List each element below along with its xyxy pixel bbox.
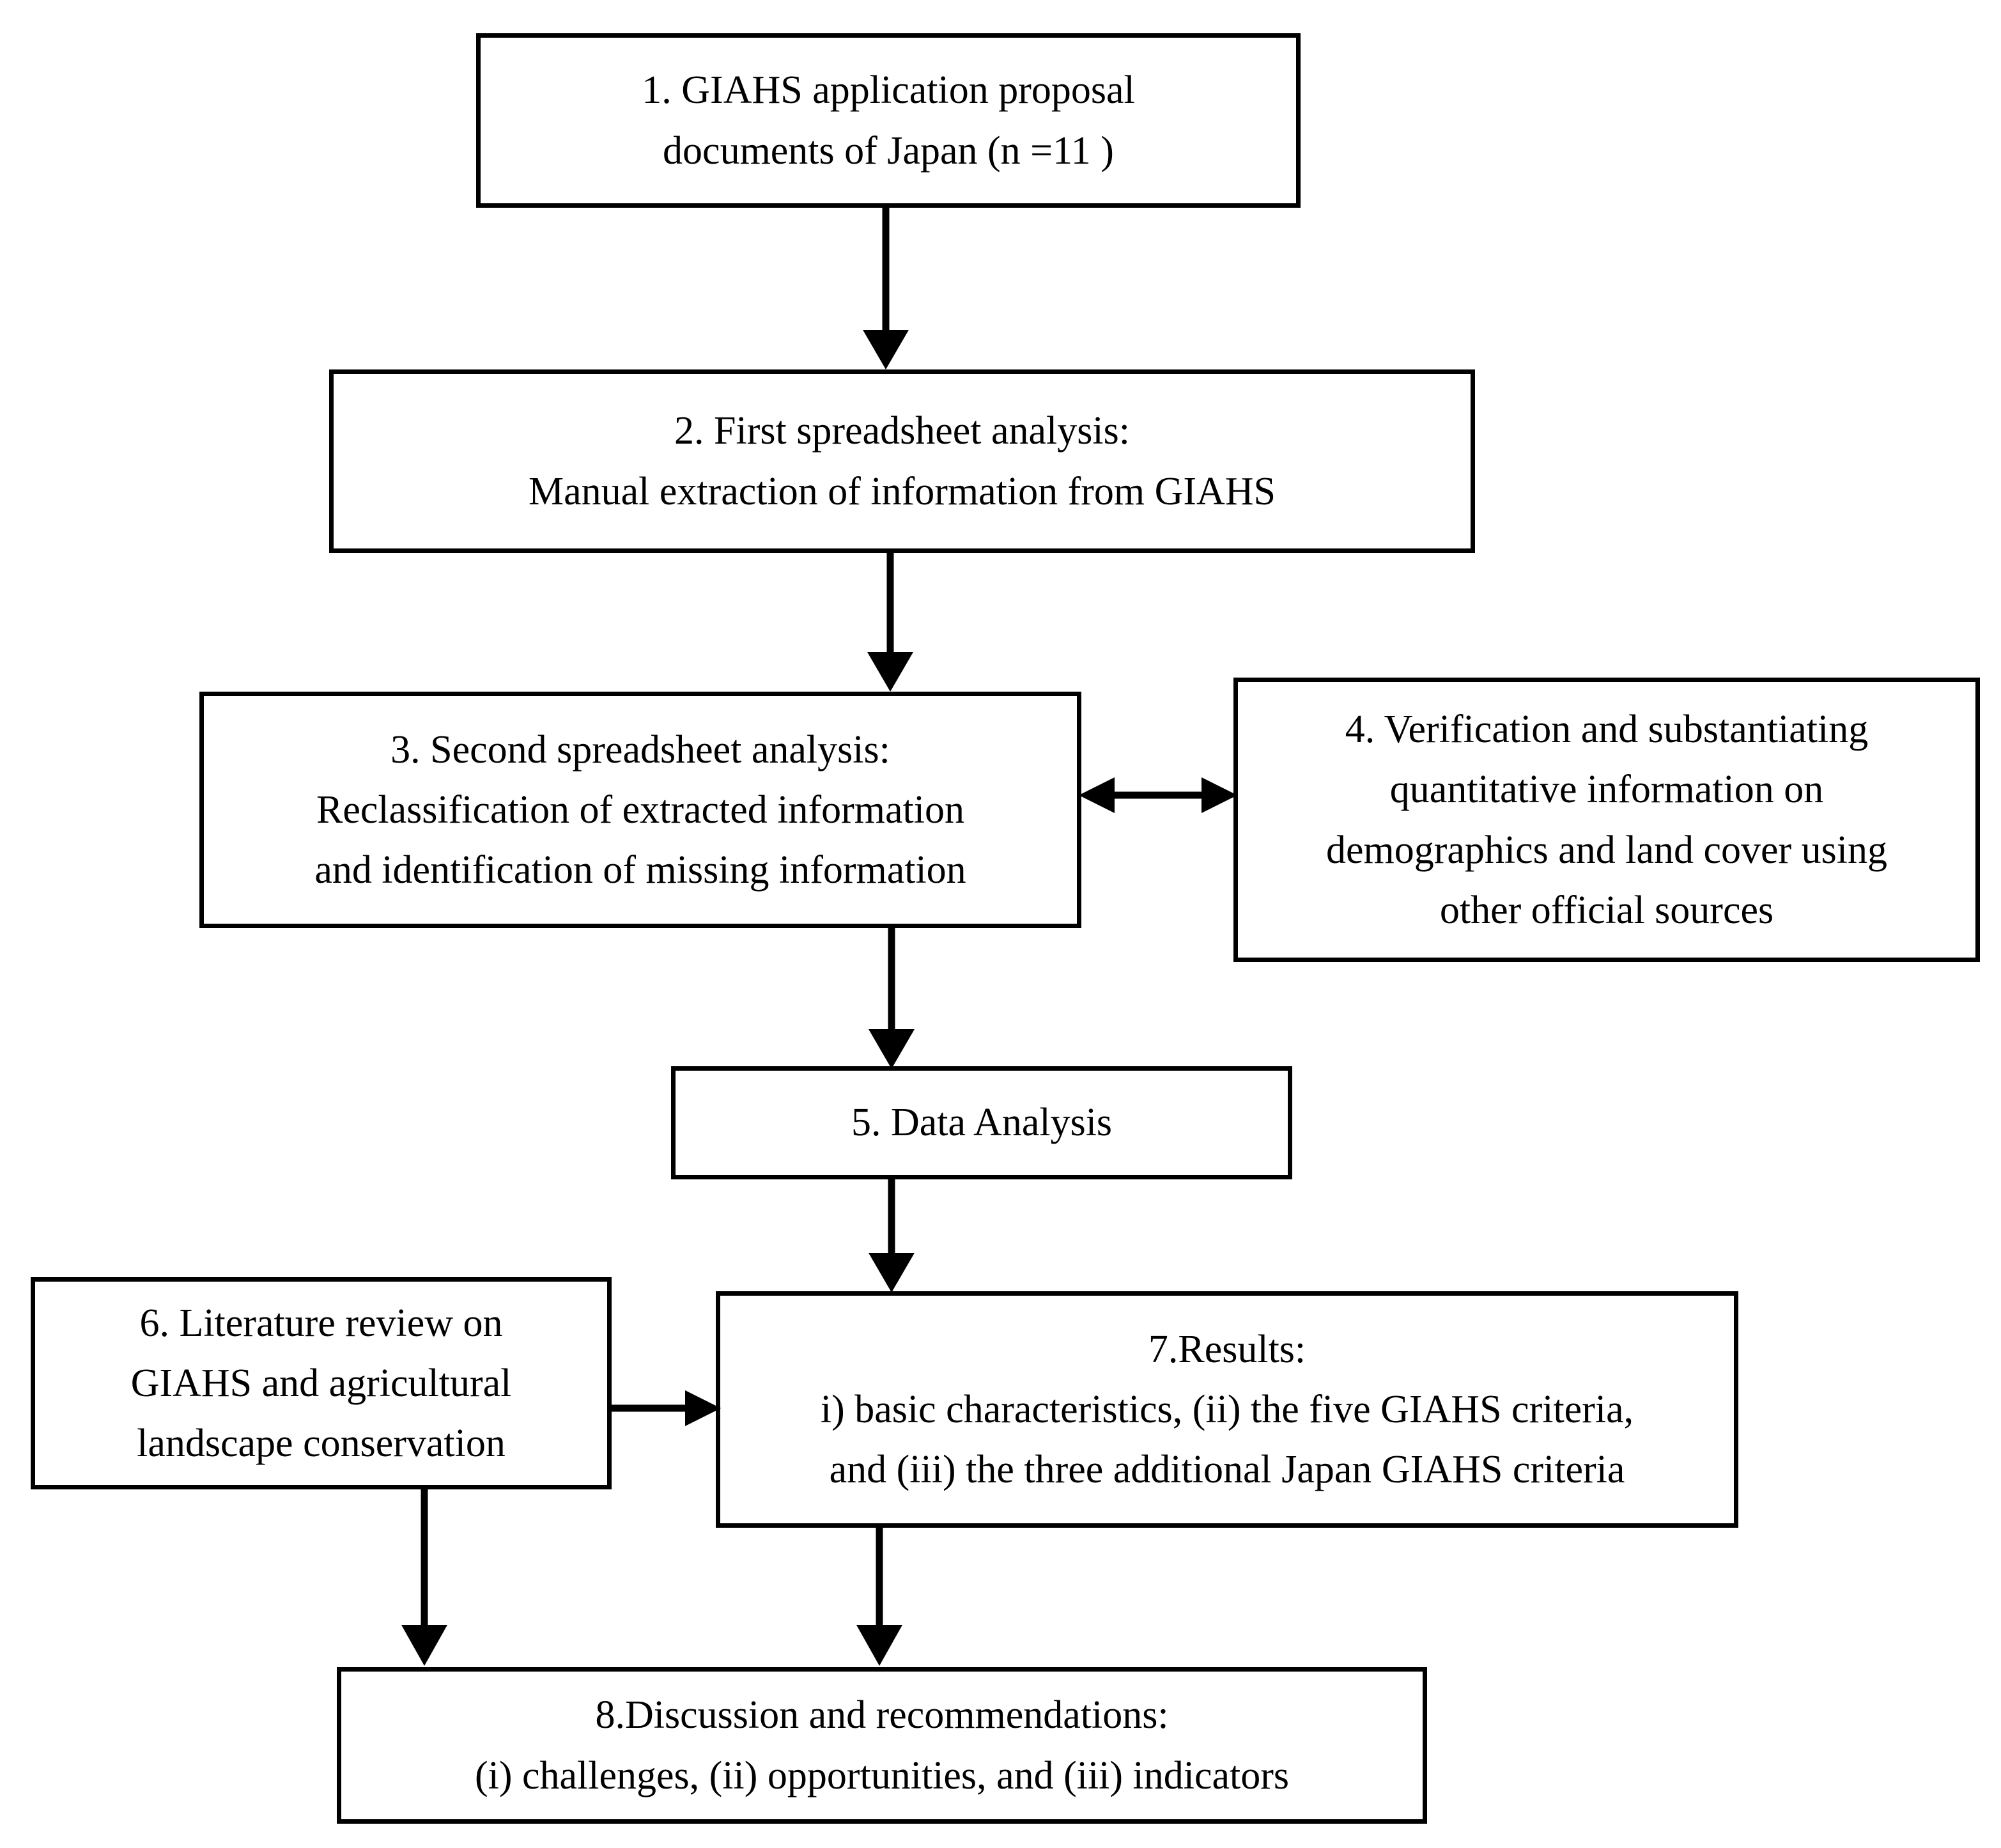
box-5-line-1: 5. Data Analysis (851, 1101, 1113, 1145)
box-3-second-spreadsheet-analysis: 3. Second spreadsheet analysis: Reclassi… (199, 692, 1081, 928)
box-2-first-spreadsheet-analysis: 2. First spreadsheet analysis: Manual ex… (329, 369, 1475, 553)
box-4-line-2: quantitative information on (1389, 768, 1824, 812)
box-8-line-2: (i) challenges, (ii) opportunities, and … (474, 1753, 1290, 1798)
arrow-box3-to-box5 (831, 926, 952, 1071)
box-6-line-2: GIAHS and agricultural (130, 1361, 512, 1405)
box-4-line-3: demographics and land cover using (1325, 828, 1888, 872)
arrow-box6-to-box7 (607, 1382, 722, 1434)
box-3-line-1: 3. Second spreadsheet analysis: (390, 727, 890, 772)
arrow-box1-to-box2 (831, 205, 946, 372)
box-6-line-1: 6. Literature review on (139, 1301, 503, 1345)
box-7-results: 7.Results: i) basic characteristics, (ii… (716, 1291, 1738, 1528)
box-8-line-1: 8.Discussion and recommendations: (595, 1693, 1169, 1737)
box-2-line-2: Manual extraction of information from GI… (528, 469, 1276, 513)
box-4-line-1: 4. Verification and substantiating (1345, 708, 1869, 752)
box-1-line-2: documents of Japan (n =11 ) (663, 128, 1114, 173)
box-5-data-analysis: 5. Data Analysis (671, 1066, 1292, 1179)
box-1-giahs-application-proposal-documents: 1. GIAHS application proposal documents … (476, 33, 1301, 208)
box-3-line-2: Reclassification of extracted informatio… (316, 788, 964, 832)
arrow-box7-to-box8 (824, 1525, 939, 1668)
box-4-line-4: other official sources (1439, 888, 1774, 932)
arrow-box5-to-box7 (831, 1176, 952, 1295)
box-6-line-3: landscape conservation (137, 1422, 506, 1466)
box-4-verification-and-substantiating: 4. Verification and substantiating quant… (1233, 678, 1980, 962)
box-7-line-2: i) basic characteristics, (ii) the five … (820, 1387, 1634, 1431)
box-3-line-3: and identification of missing informatio… (314, 848, 966, 892)
box-6-literature-review: 6. Literature review on GIAHS and agricu… (31, 1277, 612, 1489)
box-7-line-1: 7.Results: (1148, 1327, 1306, 1371)
box-2-line-1: 2. First spreadsheet analysis: (674, 409, 1130, 453)
arrow-box6-to-box8 (371, 1487, 479, 1668)
box-1-line-1: 1. GIAHS application proposal (642, 68, 1135, 113)
arrow-box3-to-box4 (1078, 767, 1239, 825)
box-7-line-3: and (iii) the three additional Japan GIA… (829, 1448, 1625, 1492)
box-8-discussion-and-recommendations: 8.Discussion and recommendations: (i) ch… (337, 1667, 1427, 1824)
arrow-box2-to-box3 (831, 550, 946, 694)
